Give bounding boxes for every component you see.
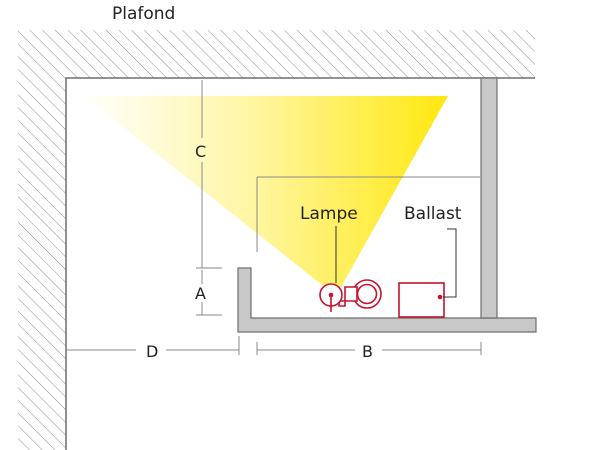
ballast-leader-line: [443, 228, 457, 298]
lamp-symbol: [319, 279, 382, 312]
cove-vertical-panel: [480, 77, 498, 319]
dimension-c: C: [195, 80, 222, 269]
dimension-a-label: A: [195, 284, 206, 303]
light-beam: [84, 96, 448, 296]
ceiling-label: Plafond: [112, 4, 175, 24]
dimension-d-label: D: [146, 342, 158, 361]
lamp-label: Lampe: [300, 204, 358, 224]
dimension-d: D: [66, 336, 240, 361]
ballast-label: Ballast: [404, 204, 462, 224]
cove-trough: [237, 267, 537, 333]
dimension-c-label: C: [195, 142, 206, 161]
dimension-a: A: [195, 270, 222, 316]
ceiling-and-wall-hatch: [18, 30, 535, 450]
ballast-box: [398, 282, 445, 318]
dimension-b-label: B: [362, 342, 373, 361]
dimension-b: B: [256, 342, 482, 361]
trough-reference-line: [256, 176, 480, 252]
ceiling-wall-surface: [65, 77, 535, 450]
